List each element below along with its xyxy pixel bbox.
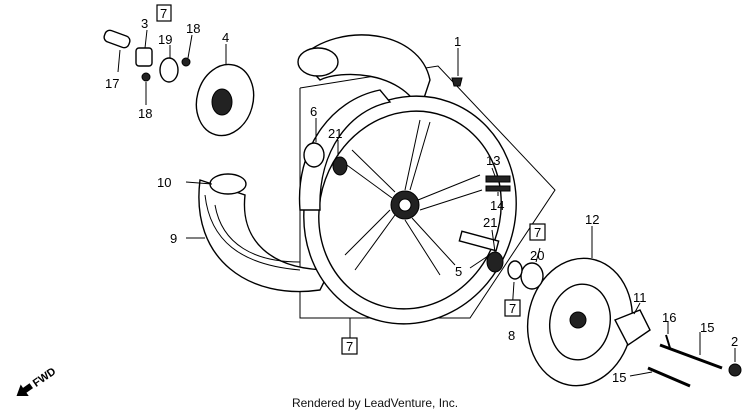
spacer xyxy=(135,47,153,67)
callout-10: 10 xyxy=(157,175,171,190)
bearing-19 xyxy=(159,57,179,83)
brake-disc xyxy=(526,257,634,387)
valve-cap-1 xyxy=(451,77,463,87)
callout-11: 11 xyxy=(633,290,647,305)
seal-18-bottom xyxy=(141,72,151,82)
callout-20: 20 xyxy=(530,248,544,263)
emblem-14 xyxy=(485,185,511,192)
brake-hub xyxy=(195,63,255,137)
callout-14: 14 xyxy=(490,198,504,213)
ref-box-7d xyxy=(341,337,358,355)
callout-7c: 7 xyxy=(509,301,516,316)
bearing-21-right xyxy=(486,251,504,273)
nut-2 xyxy=(728,363,742,377)
ref-box-7c xyxy=(504,299,521,317)
callout-2: 2 xyxy=(731,334,738,349)
axle-bolt xyxy=(103,29,131,49)
callout-6: 6 xyxy=(310,104,317,119)
fwd-label: FWD xyxy=(31,365,58,389)
wheel-rim xyxy=(298,89,517,325)
callout-9: 9 xyxy=(170,231,177,246)
seal-18-top xyxy=(181,57,191,67)
tube-valve-end xyxy=(209,173,247,195)
callout-3: 3 xyxy=(141,16,148,31)
callout-1: 1 xyxy=(454,34,461,49)
caliper-11 xyxy=(614,309,651,347)
callout-19: 19 xyxy=(158,32,172,47)
bearing-6 xyxy=(303,142,325,168)
callout-7d: 7 xyxy=(346,339,353,354)
callout-16: 16 xyxy=(662,310,676,325)
callout-21b: 21 xyxy=(483,215,497,230)
callout-21a: 21 xyxy=(328,126,342,141)
callout-13: 13 xyxy=(486,153,500,168)
axle-spacer-5 xyxy=(458,230,500,252)
ref-box-7a xyxy=(156,4,172,22)
callout-17: 17 xyxy=(105,76,119,91)
bolt-16 xyxy=(665,334,671,349)
callout-15b: 15 xyxy=(612,370,626,385)
callout-8: 8 xyxy=(508,328,515,343)
callout-12: 12 xyxy=(585,212,599,227)
seal-20 xyxy=(520,262,544,290)
callout-18b: 18 xyxy=(138,106,152,121)
bolt-15-lower xyxy=(647,366,691,388)
tire xyxy=(198,34,431,293)
gear-box-8 xyxy=(507,260,523,280)
callout-7a: 7 xyxy=(160,6,167,21)
bolt-15-upper xyxy=(659,343,723,370)
bearing-21-left xyxy=(332,156,348,176)
emblem-13 xyxy=(485,175,511,183)
ref-box-7b xyxy=(529,223,546,241)
callout-4: 4 xyxy=(222,30,229,45)
callout-7b: 7 xyxy=(534,225,541,240)
credit-text: Rendered by LeadVenture, Inc. xyxy=(291,396,459,410)
callout-5: 5 xyxy=(455,264,462,279)
callout-18a: 18 xyxy=(186,21,200,36)
callout-15a: 15 xyxy=(700,320,714,335)
